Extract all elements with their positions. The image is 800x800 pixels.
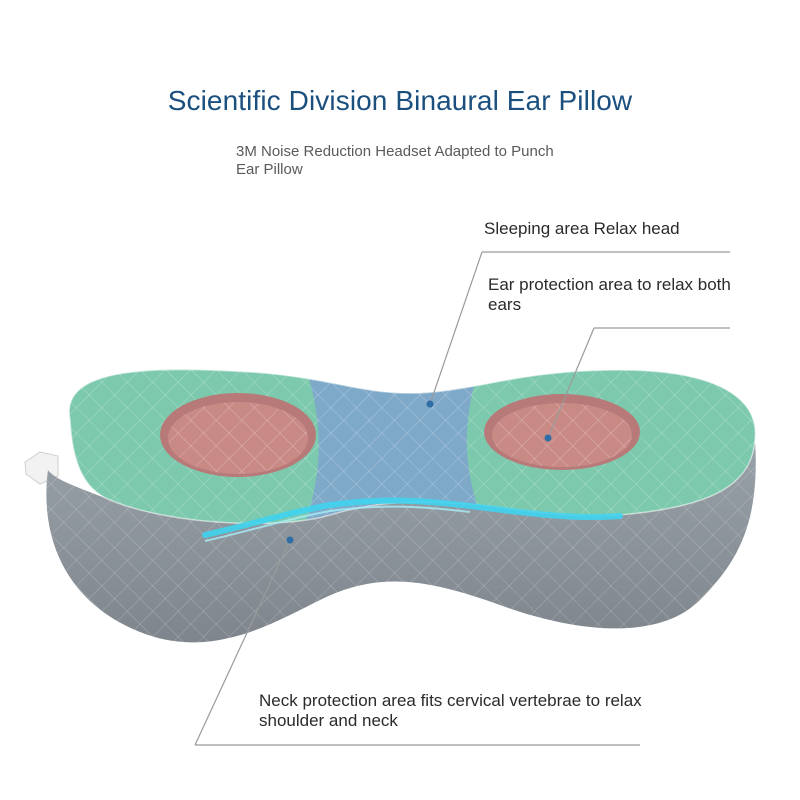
callout-lines: [194, 251, 730, 746]
page-subtitle: 3M Noise Reduction Headset Adapted to Pu…: [236, 143, 554, 178]
sleeping-area-label: Sleeping area Relax head: [484, 219, 680, 238]
neck-highlight: [202, 497, 623, 538]
ear-area-label: Ear protection area to relax both ears: [488, 275, 731, 314]
neck-area-marker: [286, 536, 294, 544]
sleeping-area-marker: [426, 400, 434, 408]
ear-area-marker: [544, 434, 552, 442]
page-title: Scientific Division Binaural Ear Pillow: [167, 85, 633, 116]
neck-area-label: Neck protection area fits cervical verte…: [259, 691, 642, 730]
